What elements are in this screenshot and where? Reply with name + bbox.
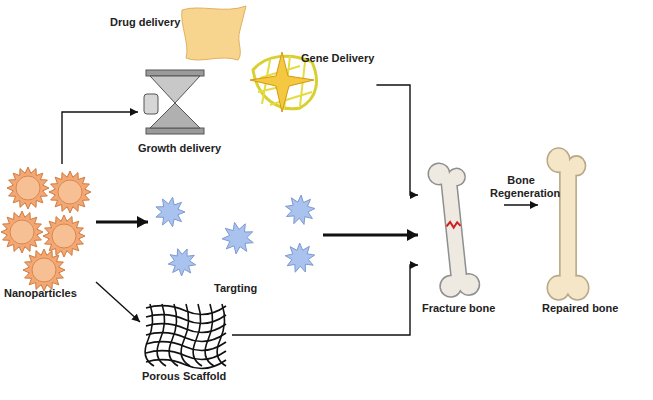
connector-arrow: [62, 112, 138, 164]
target-star: [156, 197, 185, 227]
nanoparticle: [1, 211, 43, 253]
figure-node: Porous Scaffold: [140, 300, 232, 386]
growth-device: [144, 70, 204, 134]
scaffold-fiber: [217, 304, 226, 366]
scaffold-fiber: [146, 342, 226, 351]
nanoparticle-core: [58, 180, 82, 204]
scaffold-fiber: [157, 304, 166, 366]
target-star: [286, 195, 315, 224]
node-caption: Repaired bone: [542, 302, 618, 315]
scaffold-fiber: [146, 351, 226, 360]
connector-arrow: [96, 221, 148, 224]
connector-arrow: [504, 204, 538, 205]
nanoparticle-core: [52, 224, 76, 248]
target-star: [168, 249, 196, 276]
scaffold-fiber: [193, 304, 202, 366]
node-caption: Gene Delivery: [301, 52, 374, 65]
scaffold-fiber: [205, 304, 214, 366]
figure-node: Targting: [148, 192, 323, 298]
figure-node: Drug delivery: [105, 2, 250, 64]
target-star: [222, 222, 253, 254]
connector-arrow: [376, 85, 418, 195]
node-caption: Drug delivery: [110, 16, 180, 29]
figure-node: Growth delivery: [138, 66, 223, 158]
connector-arrow: [323, 234, 418, 237]
node-caption: Targting: [214, 282, 257, 295]
drug-sheet: [182, 6, 246, 60]
nanoparticle: [43, 215, 85, 257]
node-caption: Growth delivery: [138, 142, 221, 155]
porous-scaffold: [145, 304, 226, 369]
nanoparticle-core: [10, 220, 34, 244]
figure-node: Nanoparticles: [2, 164, 96, 304]
connector-arrow: [232, 265, 418, 335]
node-caption: Nanoparticles: [4, 287, 77, 300]
nanoparticle-core: [32, 258, 56, 282]
figure-node: Repaired bone: [538, 134, 630, 320]
scaffold-fiber: [146, 324, 226, 333]
node-caption: Fracture bone: [422, 302, 495, 315]
nanoparticle: [23, 249, 65, 291]
node-caption: Porous Scaffold: [142, 370, 226, 383]
targeting-icon: [156, 195, 315, 276]
scaffold-fiber: [146, 360, 226, 369]
scaffold-fiber: [146, 306, 226, 315]
connector-arrow: [96, 282, 140, 322]
nanoparticle: [7, 167, 49, 209]
edge-label: Bone Regeneration: [490, 174, 552, 200]
target-star: [285, 243, 315, 272]
nanoparticle: [49, 171, 91, 213]
figure-node: Gene Delivery: [245, 46, 376, 112]
repaired-bone-icon: [548, 149, 588, 299]
fracture-bone-icon: [428, 161, 480, 297]
nanoparticle-core: [16, 176, 40, 200]
nanoparticles-icon: [1, 167, 91, 291]
scaffold-fiber: [146, 315, 226, 324]
